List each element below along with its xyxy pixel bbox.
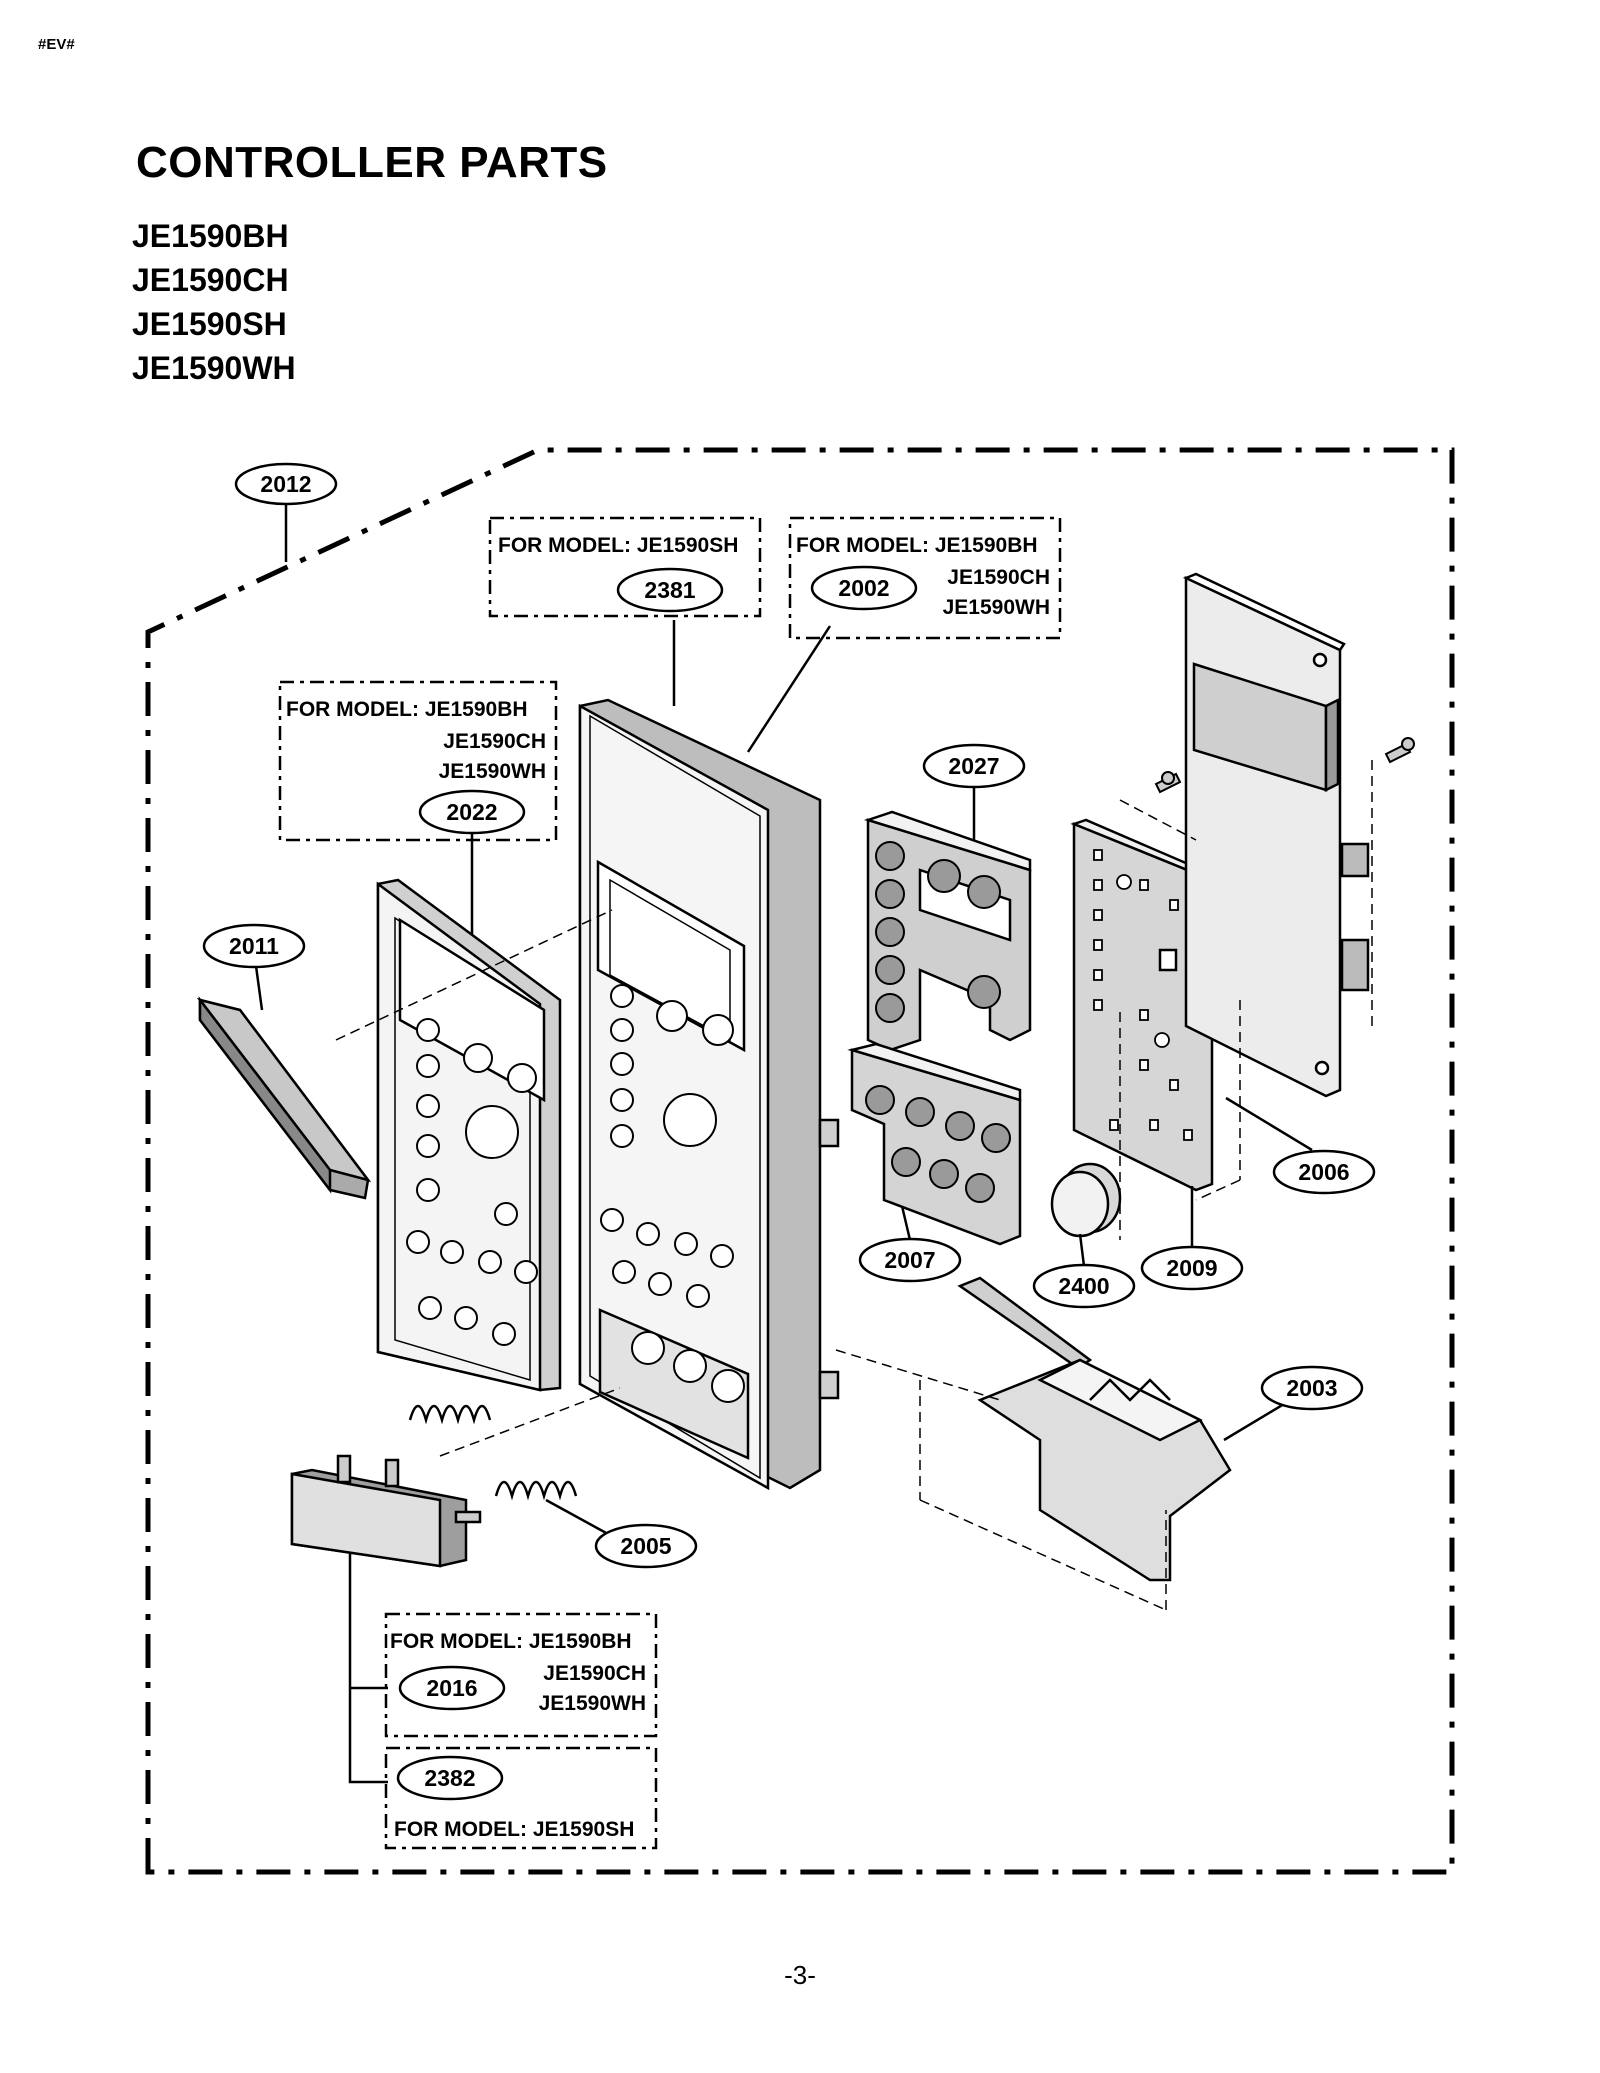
part-2009-pcb: [1070, 818, 1219, 1192]
svg-text:2022: 2022: [446, 799, 497, 825]
svg-text:2027: 2027: [948, 753, 999, 779]
part-screws: [1154, 737, 1415, 794]
part-2002-frame-buttons: [600, 984, 745, 1403]
svg-text:2002: 2002: [838, 575, 889, 601]
callout-2022: 2022: [418, 789, 526, 835]
document-tag: #EV#: [38, 36, 75, 53]
part-2007-key-caps: [865, 1085, 1011, 1203]
callout-2382: 2382: [396, 1755, 504, 1801]
callout-2400: 2400: [1032, 1263, 1136, 1309]
callout-2016: 2016: [398, 1665, 506, 1711]
svg-text:2381: 2381: [644, 577, 695, 603]
note-box-2016: FOR MODEL: JE1590BH JE1590CH JE1590WH: [384, 1612, 658, 1738]
part-2006-main-board: [1182, 572, 1370, 1098]
svg-text:2006: 2006: [1298, 1159, 1349, 1185]
part-2009-pcb-components: [1093, 849, 1193, 1141]
svg-text:JE1590CH: JE1590CH: [543, 1662, 646, 1685]
svg-text:2016: 2016: [426, 1675, 477, 1701]
leader-lines: [254, 502, 1313, 1784]
svg-text:JE1590WH: JE1590WH: [943, 596, 1050, 619]
svg-text:FOR MODEL: JE1590BH: FOR MODEL: JE1590BH: [796, 534, 1038, 557]
callout-2011: 2011: [202, 923, 306, 969]
svg-text:2382: 2382: [424, 1765, 475, 1791]
part-2002-control-frame: [578, 698, 840, 1491]
svg-text:JE1590WH: JE1590WH: [439, 760, 546, 783]
alignment-lines: [335, 760, 1373, 1611]
note-box-2022: FOR MODEL: JE1590BH JE1590CH JE1590WH: [278, 680, 558, 842]
part-2016-push-button: [290, 1454, 482, 1568]
model-item: JE1590WH: [132, 350, 296, 386]
callout-2003: 2003: [1260, 1365, 1364, 1411]
note-box-2381: FOR MODEL: JE1590SH: [488, 516, 762, 618]
model-item: JE1590SH: [132, 306, 287, 342]
svg-text:2007: 2007: [884, 1247, 935, 1273]
svg-text:JE1590CH: JE1590CH: [443, 730, 546, 753]
svg-text:FOR MODEL: JE1590SH: FOR MODEL: JE1590SH: [498, 534, 738, 557]
svg-text:2005: 2005: [620, 1533, 671, 1559]
part-2003-latch-lever: [957, 1276, 1232, 1582]
callout-2012: 2012: [234, 462, 338, 506]
svg-text:2003: 2003: [1286, 1375, 1337, 1401]
callout-2381: 2381: [616, 567, 724, 613]
model-item: JE1590CH: [132, 262, 289, 298]
svg-text:2009: 2009: [1166, 1255, 1217, 1281]
callout-2005: 2005: [594, 1523, 698, 1569]
part-2011-window: [196, 996, 372, 1200]
svg-text:FOR MODEL: JE1590BH: FOR MODEL: JE1590BH: [286, 698, 528, 721]
part-2022-buttons: [406, 1018, 538, 1346]
svg-text:2011: 2011: [229, 933, 279, 959]
callout-2006: 2006: [1272, 1149, 1376, 1195]
part-2027-key-caps: [875, 841, 1001, 1023]
page-title: CONTROLLER PARTS: [136, 138, 608, 187]
svg-text:FOR MODEL: JE1590SH: FOR MODEL: JE1590SH: [394, 1818, 634, 1841]
model-item: JE1590BH: [132, 218, 289, 254]
svg-text:JE1590CH: JE1590CH: [947, 566, 1050, 589]
page-number: -3-: [784, 1960, 816, 1990]
note-box-2002: FOR MODEL: JE1590BH JE1590CH JE1590WH: [788, 516, 1062, 640]
callout-2027: 2027: [922, 743, 1026, 789]
assembly-boundary: [145, 447, 1455, 1875]
part-springs: [408, 1404, 578, 1501]
svg-text:2400: 2400: [1058, 1273, 1109, 1299]
callout-2007: 2007: [858, 1237, 962, 1283]
svg-text:FOR MODEL: JE1590BH: FOR MODEL: JE1590BH: [390, 1630, 632, 1653]
svg-text:JE1590WH: JE1590WH: [539, 1692, 646, 1715]
part-2400-knob: [1050, 1162, 1122, 1238]
model-list: JE1590BH JE1590CH JE1590SH JE1590WH: [132, 214, 296, 390]
svg-text:2012: 2012: [260, 471, 311, 497]
note-box-2382: FOR MODEL: JE1590SH: [384, 1746, 658, 1850]
callout-2002: 2002: [810, 565, 918, 611]
callout-2009: 2009: [1140, 1245, 1244, 1291]
